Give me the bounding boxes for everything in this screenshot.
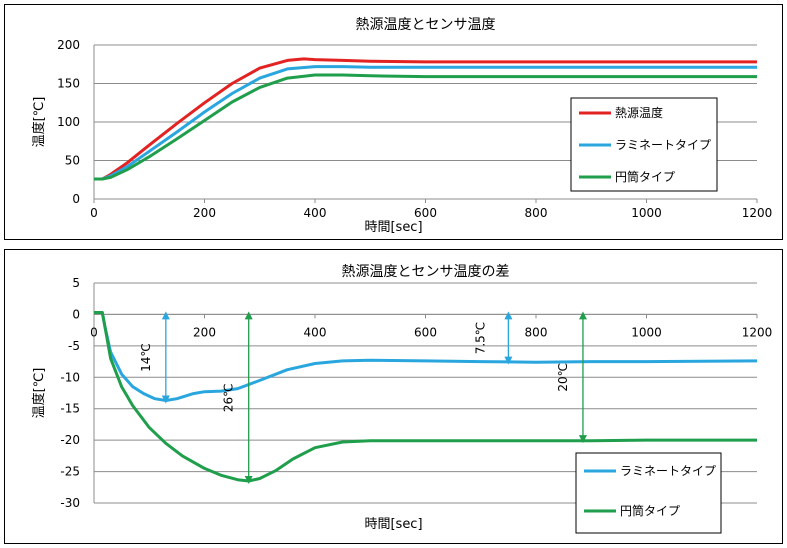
y-tick-label: -15 — [60, 402, 80, 416]
chart-title: 熱源温度とセンサ温度 — [356, 17, 496, 33]
y-tick-label: 50 — [65, 154, 80, 168]
x-tick-label: 1000 — [631, 325, 662, 339]
chart-temp-difference: 熱源温度とセンサ温度の差 5 0 -5 -10 -15 -20 -25 -30 0 200 400 60… — [31, 264, 773, 534]
chart-panel-heat-and-sensor-temp: 熱源温度とセンサ温度 0 50 100 150 200 0 200 400 600 800 1000 1… — [4, 4, 783, 240]
y-tick-label: 150 — [57, 77, 80, 91]
series-line-2 — [94, 65, 757, 181]
y-tick-label: 0 — [72, 192, 80, 206]
x-tick-label: 600 — [414, 325, 437, 339]
y-tick-label: -25 — [60, 465, 80, 479]
legend-label-2: ラミネートタイプ — [615, 138, 711, 152]
x-tick-label: 0 — [90, 206, 98, 220]
chart-title: 熱源温度とセンサ温度の差 — [342, 264, 510, 280]
x-tick-label: 1000 — [631, 206, 662, 220]
y-tick-label: 5 — [72, 276, 80, 290]
x-tick-label: 200 — [193, 206, 216, 220]
legend-label-1: ラミネートタイプ — [620, 464, 716, 478]
legend-label-3: 円筒タイプ — [615, 169, 675, 184]
y-tick-label: -30 — [60, 496, 80, 510]
y-tick-label: -10 — [60, 370, 80, 384]
annotation-label: 20℃ — [556, 363, 570, 392]
y-tick-label: 0 — [72, 307, 80, 321]
annotation-label: 26℃ — [222, 383, 236, 412]
x-tick-label: 200 — [193, 325, 216, 339]
annotation-label: 14℃ — [139, 343, 153, 372]
series-line-3 — [94, 73, 757, 181]
y-tick-label: -5 — [68, 339, 80, 353]
x-tick-label: 1200 — [742, 206, 773, 220]
series-line-2 — [94, 311, 757, 483]
x-tick-label: 0 — [90, 325, 98, 339]
legend-label-1: 熱源温度 — [615, 105, 663, 120]
series-line-1 — [94, 57, 757, 181]
legend-box — [575, 452, 722, 534]
y-tick-label: -20 — [60, 433, 80, 447]
x-tick-label: 400 — [304, 206, 327, 220]
chart-heat-and-sensor-temp: 熱源温度とセンサ温度 0 50 100 150 200 0 200 400 600 800 1000 1… — [31, 17, 773, 235]
legend-label-2: 円筒タイプ — [620, 503, 680, 518]
x-tick-label: 600 — [414, 206, 437, 220]
y-tick-label: 100 — [57, 115, 80, 129]
x-tick-label: 400 — [304, 325, 327, 339]
annotation-label: 7.5℃ — [473, 322, 487, 355]
chart-panel-temp-difference: 熱源温度とセンサ温度の差 5 0 -5 -10 -15 -20 -25 -30 0 200 400 60… — [4, 249, 783, 544]
x-tick-label: 800 — [525, 325, 548, 339]
series-line-1 — [94, 311, 758, 402]
x-axis-label: 時間[sec] — [364, 220, 422, 235]
y-tick-label: 200 — [57, 38, 80, 52]
x-tick-label: 800 — [525, 206, 548, 220]
x-axis-label: 時間[sec] — [364, 517, 422, 532]
y-axis-label: 温度[℃] — [31, 368, 47, 419]
x-tick-label: 1200 — [742, 325, 773, 339]
y-axis-label: 温度[℃] — [31, 97, 47, 148]
